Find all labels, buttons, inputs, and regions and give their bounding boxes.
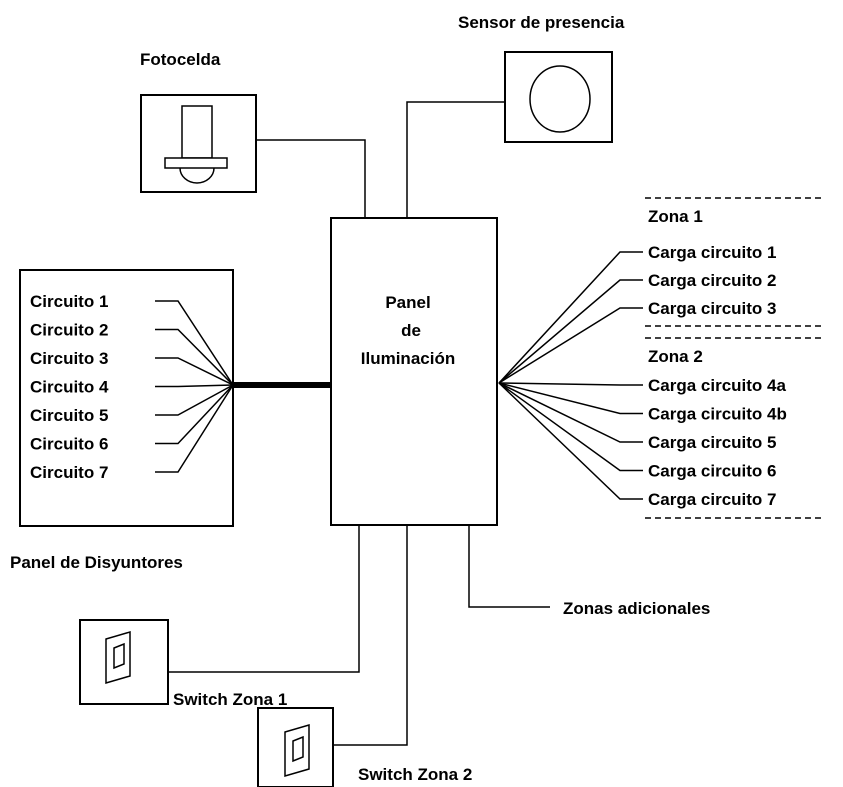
breaker-circuit-wire <box>155 384 234 388</box>
load-circuit-label: Carga circuito 4a <box>648 376 786 395</box>
panel-title-line1: Panel <box>385 293 430 312</box>
switch1-wire <box>168 525 360 673</box>
sensor-wire <box>406 101 505 218</box>
photocell-icon <box>164 105 228 184</box>
load-circuit-label: Carga circuito 2 <box>648 271 777 290</box>
breaker-circuit-wire <box>155 384 234 473</box>
zone2-title: Zona 2 <box>648 347 703 366</box>
load-circuit-wire <box>498 251 643 384</box>
additional-zones-wire <box>468 525 550 608</box>
load-circuits: Carga circuito 1 Carga circuito 2 Carga ci… <box>498 243 787 509</box>
switch1-label: Switch Zona 1 <box>173 690 287 709</box>
load-circuit-label: Carga circuito 6 <box>648 462 777 481</box>
breaker-circuit-label: Circuito 6 <box>30 435 108 454</box>
load-circuit-wire <box>498 382 643 386</box>
breaker-circuit-wire <box>155 357 234 386</box>
load-circuit-wire <box>498 279 643 384</box>
load-circuit-label: Carga circuito 5 <box>648 433 777 452</box>
breaker-circuit-label: Circuito 3 <box>30 349 108 368</box>
photocell-wire <box>256 139 366 218</box>
switch2-icon <box>284 724 310 777</box>
zone1-title: Zona 1 <box>648 207 703 226</box>
breaker-circuit-label: Circuito 7 <box>30 463 108 482</box>
load-circuit-label: Carga circuito 3 <box>648 299 777 318</box>
breaker-circuit-label: Circuito 5 <box>30 406 108 425</box>
breaker-circuit-wire <box>155 384 234 416</box>
breaker-circuit-wire <box>155 300 234 386</box>
panel-title-line3: Iluminación <box>361 349 455 368</box>
breaker-circuit-label: Circuito 1 <box>30 292 108 311</box>
fotocelda-label: Fotocelda <box>140 50 221 69</box>
sensor-label: Sensor de presencia <box>458 13 625 32</box>
switch1-icon <box>105 631 131 684</box>
additional-zones-label: Zonas adicionales <box>563 599 710 618</box>
load-circuit-wire <box>498 307 643 384</box>
breaker-circuits: Circuito 1 Circuito 2 Circuito 3 Circuito 4… <box>30 292 234 482</box>
load-circuit-label: Carga circuito 1 <box>648 243 777 262</box>
breaker-circuit-label: Circuito 2 <box>30 321 108 340</box>
load-circuit-wire <box>498 382 643 415</box>
breaker-panel-box <box>19 269 234 527</box>
presence-sensor-icon <box>529 65 591 133</box>
lighting-panel-box <box>330 217 498 526</box>
load-circuit-label: Carga circuito 4b <box>648 405 787 424</box>
load-circuit-wire <box>498 382 643 500</box>
breaker-circuit-wire <box>155 328 234 386</box>
breaker-circuit-wire <box>155 384 234 445</box>
switch2-wire <box>333 525 408 746</box>
load-circuit-label: Carga circuito 7 <box>648 490 777 509</box>
load-circuit-wire <box>498 382 643 443</box>
breaker-circuit-label: Circuito 4 <box>30 378 109 397</box>
load-circuit-wire <box>498 382 643 472</box>
switch2-label: Switch Zona 2 <box>358 765 472 784</box>
presence-sensor-box <box>504 51 613 143</box>
panel-title-line2: de <box>401 321 421 340</box>
breaker-panel-label: Panel de Disyuntores <box>10 553 183 572</box>
